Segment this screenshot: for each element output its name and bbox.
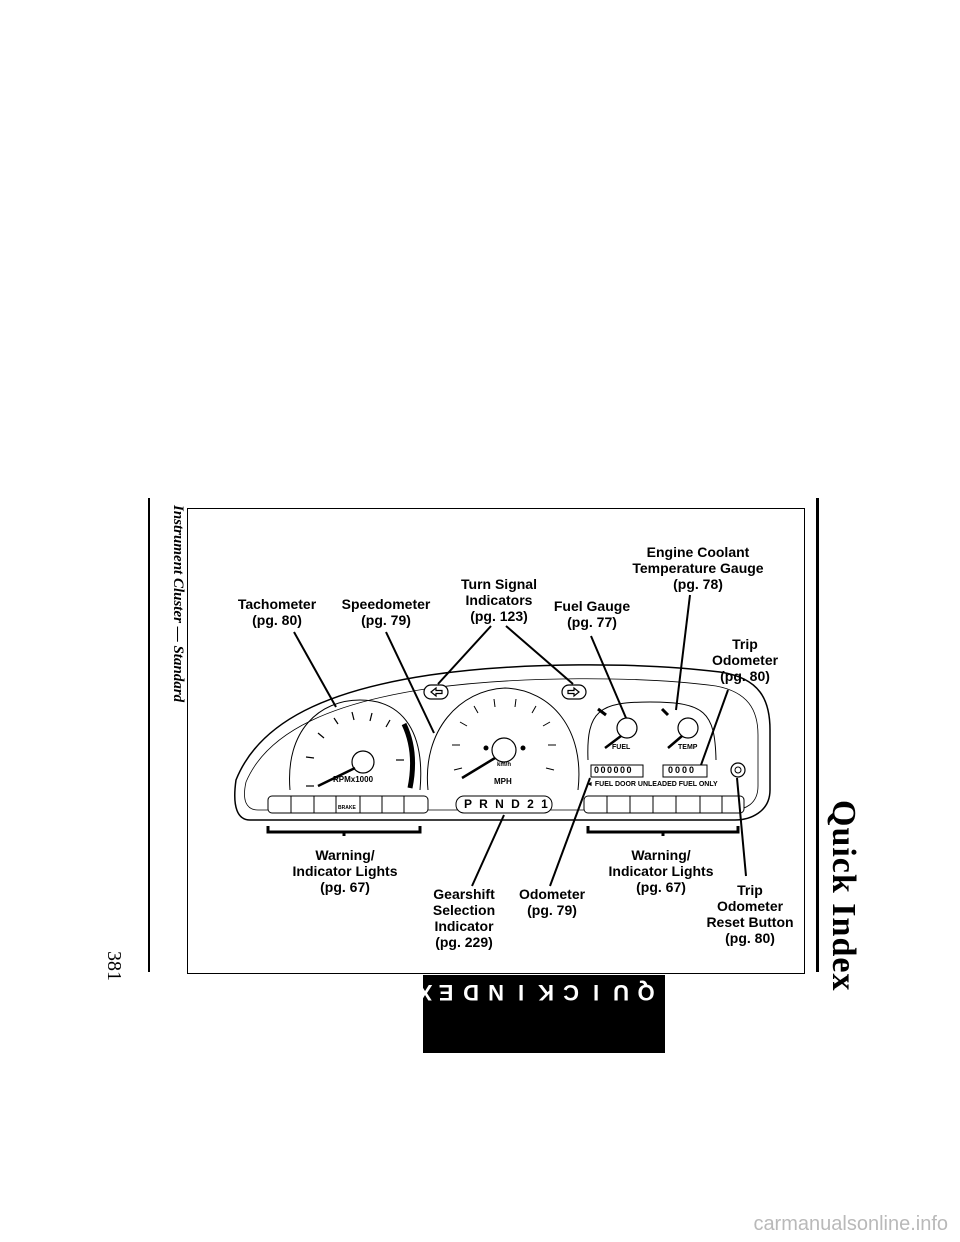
label-odometer: Odometer (pg. 79) [518,886,586,918]
tab-letter: D [463,980,479,1005]
speedometer-dial [426,687,580,791]
watermark: carmanualsonline.info [753,1213,948,1235]
fuel-door-text: ◄ FUEL DOOR UNLEADED FUEL ONLY [586,781,718,788]
gear-indicator-strip [455,795,553,814]
tachometer-dial [289,699,422,791]
right-brace [586,826,740,836]
turn-signal-indicators [423,684,587,700]
label-trip-reset: Trip Odometer Reset Button (pg. 80) [706,882,794,946]
tab-letter: K [538,980,554,1005]
tab-letter: I [592,980,600,1005]
odometer-digits: 000000 [594,765,634,775]
tab-letter: I [517,980,525,1005]
trip-reset-button-drawing [730,762,746,778]
gear-indicator: P R N D 2 1 [464,797,550,811]
quick-index-tab: Q U I C K I N D E X [418,975,665,1053]
label-warning-right: Warning/ Indicator Lights (pg. 67) [608,847,714,895]
label-trip-odometer: Trip Odometer (pg. 80) [711,636,779,684]
label-fuel-gauge: Fuel Gauge (pg. 77) [553,598,631,630]
tab-letter: N [488,980,504,1005]
speedometer-unit: MPH [494,777,512,786]
label-gearshift: Gearshift Selection Indicator (pg. 229) [432,886,496,950]
trip-digits: 0000 [668,765,697,775]
right-margin-rule [816,498,819,972]
left-warning-strip [267,795,429,814]
tachometer-unit: RPMx1000 [333,775,374,784]
tab-letter: E [438,980,454,1005]
tab-letter: C [563,980,579,1005]
odometer-display [590,764,708,778]
fuel-temp-gauges [587,701,717,761]
tab-letter: U [613,980,629,1005]
label-warning-left: Warning/ Indicator Lights (pg. 67) [292,847,398,895]
left-margin-rule [148,498,150,972]
label-tachometer: Tachometer (pg. 80) [237,596,317,628]
label-turn-signal: Turn Signal Indicators (pg. 123) [461,576,537,624]
tab-letter: X [417,980,433,1005]
label-engine-coolant: Engine Coolant Temperature Gauge (pg. 78… [632,544,764,592]
callout-leaders [293,594,747,887]
left-brace [266,826,422,836]
speedometer-metric-unit: km/h [497,762,512,768]
brake-light-label: BRAKE [338,805,356,811]
tab-letter: Q [637,980,655,1005]
fuel-label: FUEL [612,744,631,751]
label-speedometer: Speedometer (pg. 79) [341,596,431,628]
temp-label: TEMP [678,744,698,751]
right-warning-strip [583,795,745,814]
